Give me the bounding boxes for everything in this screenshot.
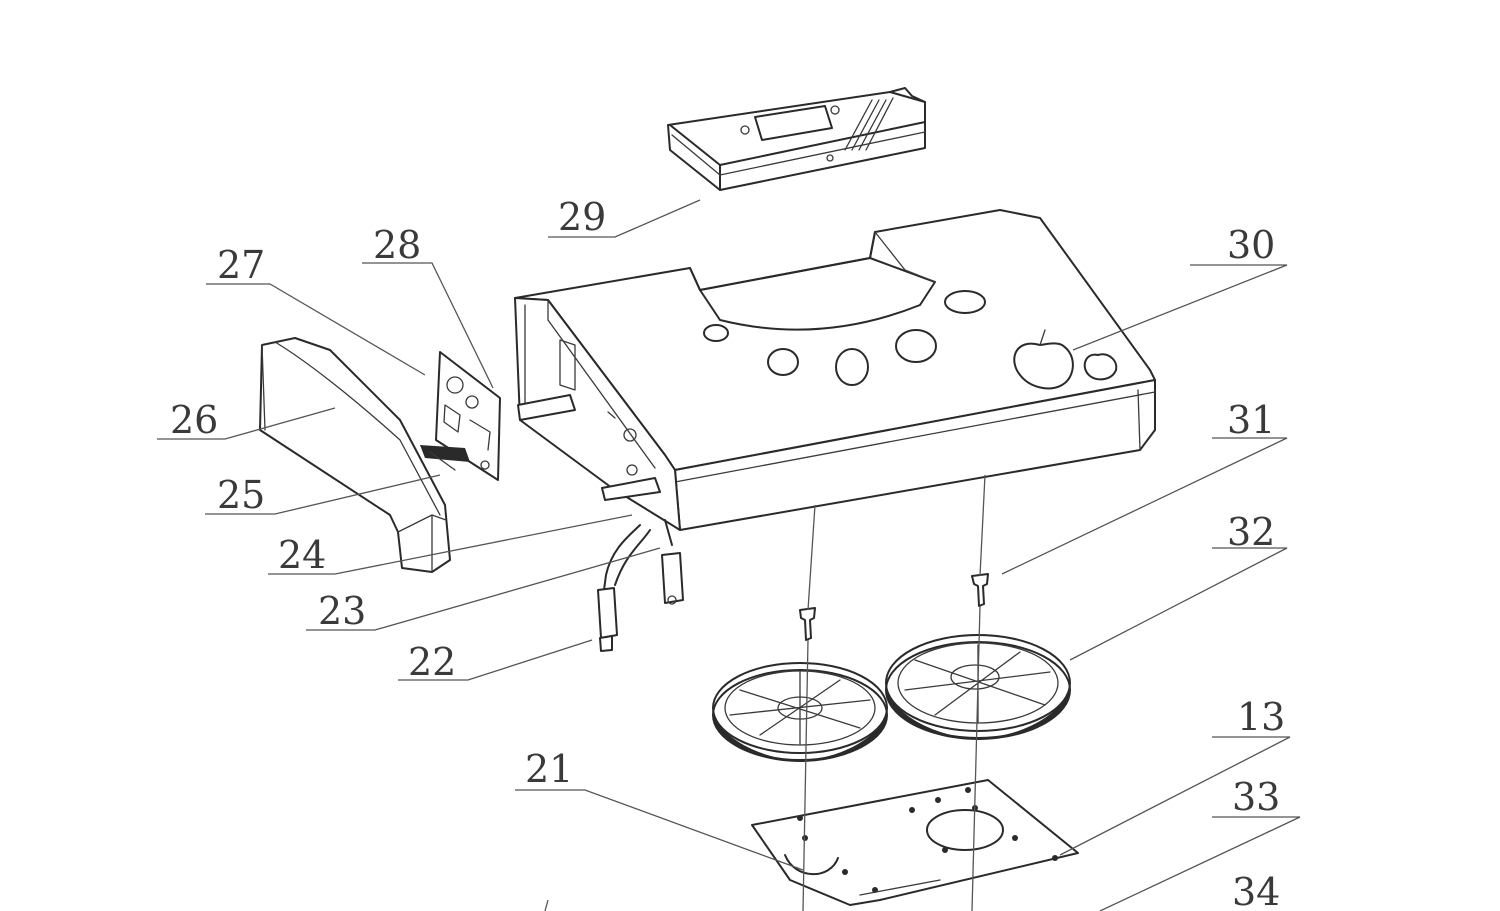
side-cover: [259, 337, 451, 573]
circuit-board: [420, 351, 501, 481]
display-module: [667, 87, 926, 191]
screws: [799, 573, 989, 641]
callout-31: 31: [1227, 398, 1275, 442]
callout-30: 30: [1227, 223, 1275, 267]
cable-assembly: [597, 519, 684, 652]
callout-33: 33: [1232, 775, 1280, 819]
callout-28: 28: [373, 223, 421, 267]
callout-32: 32: [1227, 510, 1275, 554]
callout-26: 26: [170, 398, 218, 442]
callout-25: 25: [217, 473, 265, 517]
assembly-axis-lines: [544, 474, 986, 911]
gears: [712, 634, 1071, 762]
callout-22: 22: [408, 640, 456, 684]
mounting-plate: [751, 779, 1079, 906]
callout-29: 29: [558, 195, 606, 239]
callout-27: 27: [217, 243, 265, 287]
leader-lines: [157, 199, 1301, 911]
callout-34: 34: [1232, 870, 1280, 911]
callout-23: 23: [318, 589, 366, 633]
main-housing: [514, 209, 1156, 531]
callout-24: 24: [278, 533, 326, 577]
callout-21: 21: [525, 747, 573, 791]
callout-13: 13: [1237, 695, 1285, 739]
part-callouts: 29 28 27 30 26 31 25 32 24 23 22 13 21 3…: [170, 195, 1285, 911]
